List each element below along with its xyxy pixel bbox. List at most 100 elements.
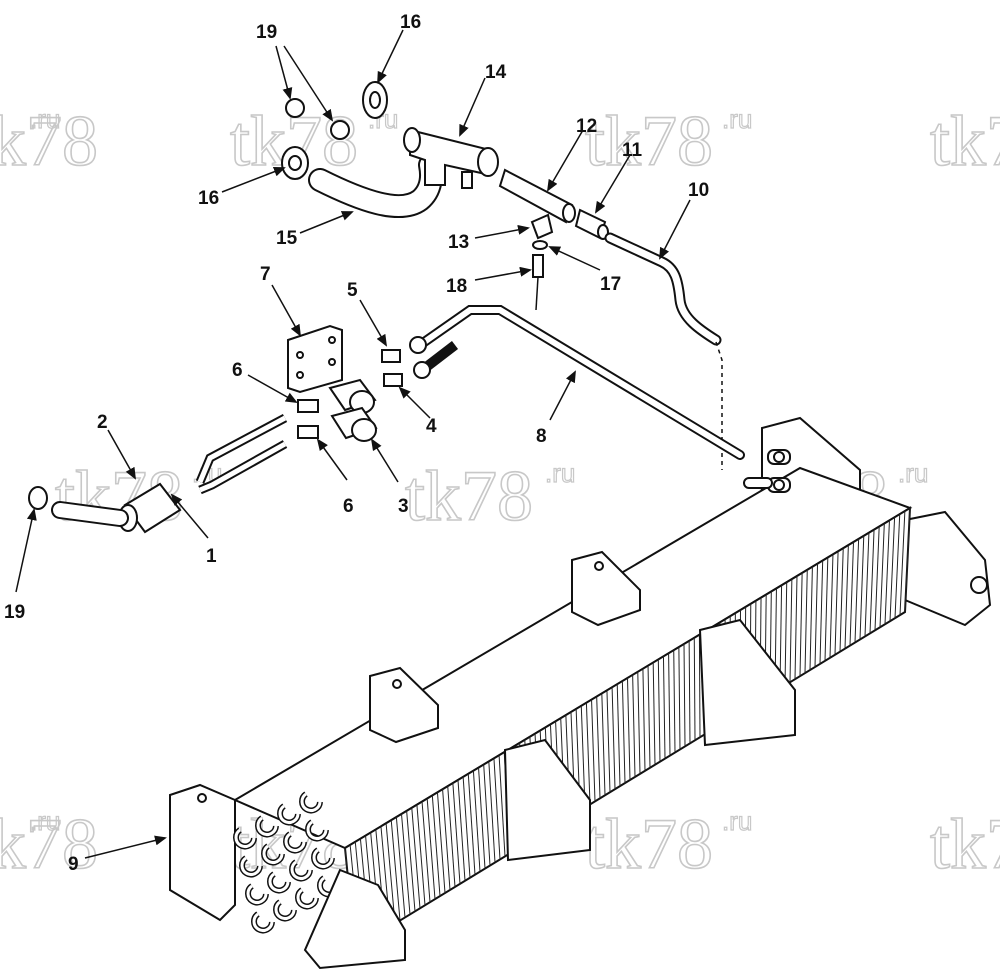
dryer-2 — [123, 482, 182, 534]
o-ring-17 — [532, 240, 548, 250]
coil-fin — [637, 671, 641, 774]
callout-1: 1 — [206, 546, 217, 567]
coil-fin — [884, 520, 890, 625]
callout-8: 8 — [536, 426, 547, 447]
return-bend-fill — [256, 816, 278, 836]
callout-15: 15 — [276, 228, 298, 249]
tee-14-inlet — [403, 127, 421, 153]
coil-fin — [621, 681, 626, 784]
coil-fin — [580, 705, 586, 808]
return-bend-fill — [274, 900, 296, 920]
coil-fin — [447, 786, 456, 887]
leader — [170, 493, 209, 539]
coil-fin — [899, 511, 906, 616]
tube-8-fill — [417, 307, 743, 458]
grommet-19-left — [28, 486, 48, 510]
callout-16: 16 — [400, 12, 421, 33]
coil-front-bracket — [303, 868, 406, 970]
watermark-text: tk78 — [0, 101, 98, 181]
coil-fin — [839, 548, 844, 652]
watermark-text: tk78 — [405, 456, 533, 536]
coil-fin — [457, 779, 466, 881]
coil-fin — [395, 817, 406, 918]
heat-exchanger-assembly — [281, 81, 723, 470]
callout-14: 14 — [485, 62, 507, 83]
coil-fin — [657, 659, 661, 762]
coil-fin — [864, 532, 870, 637]
grommet-19-b — [330, 120, 350, 140]
leader — [459, 77, 486, 137]
leader — [474, 266, 532, 281]
return-bend-fill — [278, 804, 300, 824]
bracket-hole — [594, 561, 604, 571]
coil-fin — [416, 804, 426, 906]
fitting-6-bottom — [297, 425, 319, 439]
coil-fin — [478, 767, 486, 869]
coil-fin — [385, 823, 396, 924]
coil-fin — [436, 792, 446, 894]
end-plate-hole — [197, 793, 207, 803]
coil-fin — [794, 575, 798, 680]
coil-fin — [859, 535, 865, 640]
return-bend-fill — [312, 848, 334, 868]
coil-fin — [627, 677, 631, 781]
leader — [370, 438, 399, 483]
leader — [549, 370, 576, 421]
dryer-outlet-tube-fill — [53, 503, 127, 525]
watermark-text: tk78 — [585, 101, 713, 181]
watermark-suffix: .ru — [898, 458, 928, 488]
coil-fin — [606, 690, 611, 793]
grommet-16-left-hole — [288, 155, 302, 171]
coil-fin — [819, 560, 824, 664]
evaporator-coil — [169, 416, 992, 970]
callout-6: 6 — [232, 360, 243, 381]
coil-fin — [426, 798, 436, 900]
watermark-suffix: .ru — [722, 806, 752, 836]
leader — [659, 199, 691, 260]
watermark-text: tk78 — [0, 804, 98, 884]
bracket-hole — [392, 679, 402, 689]
coil-fin — [662, 656, 666, 759]
return-bend-fill — [290, 860, 312, 880]
sensor-18-wire — [535, 276, 539, 311]
coil-left-end-plate — [169, 783, 236, 922]
leader — [546, 129, 584, 192]
coil-fin — [431, 795, 441, 897]
callout-12: 12 — [576, 116, 597, 137]
coil-fin — [442, 789, 451, 891]
coil-fin — [844, 545, 849, 649]
coil-fin — [652, 662, 656, 765]
leader — [359, 299, 388, 347]
return-bend-fill — [268, 872, 290, 892]
coil-fin — [452, 783, 461, 884]
coil-fin — [804, 569, 808, 674]
coil-fin — [784, 582, 788, 686]
tube-12 — [498, 168, 574, 224]
callout-6: 6 — [343, 496, 354, 517]
coil-fin — [693, 637, 696, 741]
tube-8-nut-b — [413, 361, 431, 379]
coil-fin — [632, 674, 636, 777]
fitting-port — [773, 479, 785, 491]
bracket-grommet — [970, 576, 988, 594]
callout-4: 4 — [426, 416, 437, 437]
callout-9: 9 — [68, 854, 79, 875]
leader — [377, 29, 404, 84]
return-bend-fill — [246, 884, 268, 904]
clip-13 — [530, 213, 554, 240]
coil-fin — [668, 653, 671, 756]
return-bend-fill — [262, 844, 284, 864]
coil-fin — [789, 579, 793, 683]
nut-5 — [381, 349, 401, 363]
callout-5: 5 — [347, 280, 358, 301]
coil-fin — [498, 755, 506, 857]
watermark-suffix: .ru — [30, 806, 60, 836]
coil-fin — [809, 566, 813, 671]
return-bend-fill — [306, 820, 328, 840]
callout-3: 3 — [398, 496, 409, 517]
tube-8 — [415, 305, 745, 460]
coil-support-bracket-low — [503, 738, 591, 862]
leader — [15, 508, 37, 593]
coil-fin — [401, 813, 411, 915]
